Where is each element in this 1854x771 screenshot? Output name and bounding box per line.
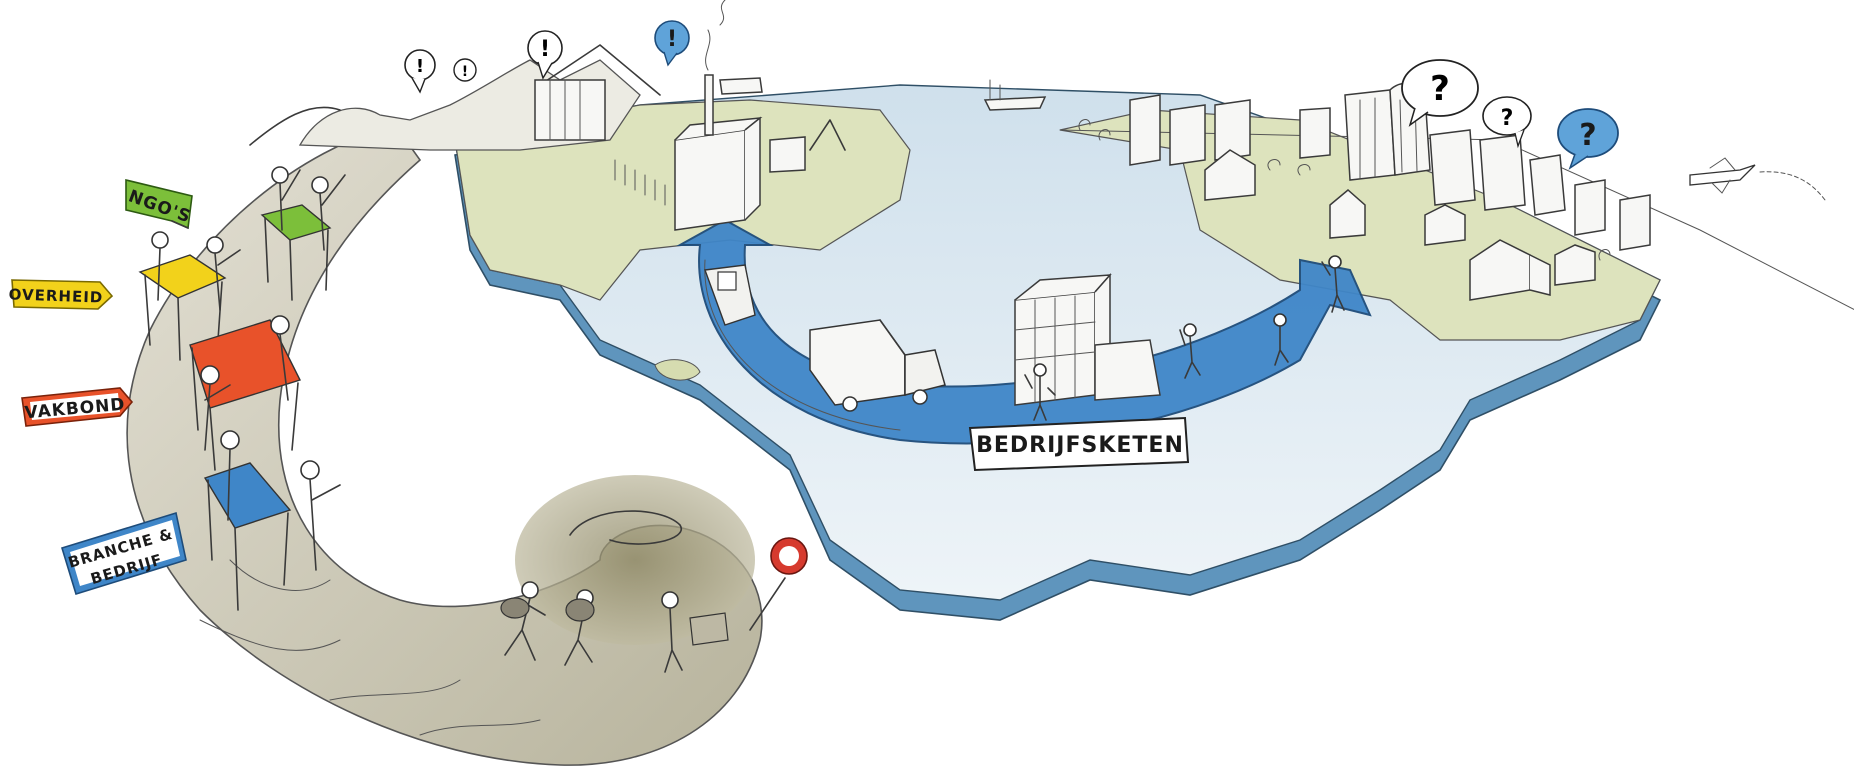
workers-group	[500, 581, 729, 673]
stop-sign-icon	[749, 537, 808, 631]
overheid-flag-icon: OVERHEID	[8, 279, 114, 310]
people-on-chain	[1024, 255, 1345, 421]
house-icon	[1204, 149, 1596, 301]
table-branche	[203, 430, 341, 611]
bedrijfsketen-text: BEDRIJFSKETEN	[976, 433, 1184, 458]
branche-flag-icon: BRANCHE & BEDRIJF	[61, 511, 187, 596]
table-overheid	[138, 231, 241, 361]
city	[983, 79, 1854, 311]
question-bubble-2: ?	[1482, 96, 1532, 149]
table-ngos	[260, 166, 346, 301]
alert-bubble-1: !	[404, 49, 436, 94]
overheid-label: OVERHEID	[8, 285, 103, 306]
alert-bubble-text: !	[667, 27, 677, 52]
question-bubble-1: ?	[1401, 59, 1479, 127]
stakeholder-tables	[138, 166, 346, 611]
question-bubble-text: ?	[1579, 118, 1596, 153]
truck-icon	[809, 319, 946, 412]
ship-icon	[704, 264, 756, 326]
question-bubble-blue: ?	[1557, 108, 1619, 170]
alert-bubble-text: !	[462, 64, 468, 80]
question-bubble-text: ?	[1430, 69, 1450, 109]
alert-bubble-3: !	[527, 30, 563, 80]
ngos-flag-icon: NGO'S	[125, 178, 194, 230]
factory-icon	[1014, 273, 1161, 406]
alert-bubble-blue: !	[654, 20, 690, 67]
chain-arrow: BEDRIJFSKETEN	[676, 218, 1372, 472]
alert-bubble-2: !	[453, 58, 477, 82]
bedrijfsketen-label: BEDRIJFSKETEN	[968, 416, 1190, 472]
table-vakbond	[189, 315, 301, 471]
airplane-icon	[1689, 157, 1826, 201]
vakbond-flag-icon: VAKBOND	[21, 387, 134, 427]
industrial-town	[249, 0, 846, 231]
alert-bubble-text: !	[416, 56, 424, 77]
alert-bubble-text: !	[540, 37, 550, 62]
question-bubble-text: ?	[1501, 106, 1514, 131]
